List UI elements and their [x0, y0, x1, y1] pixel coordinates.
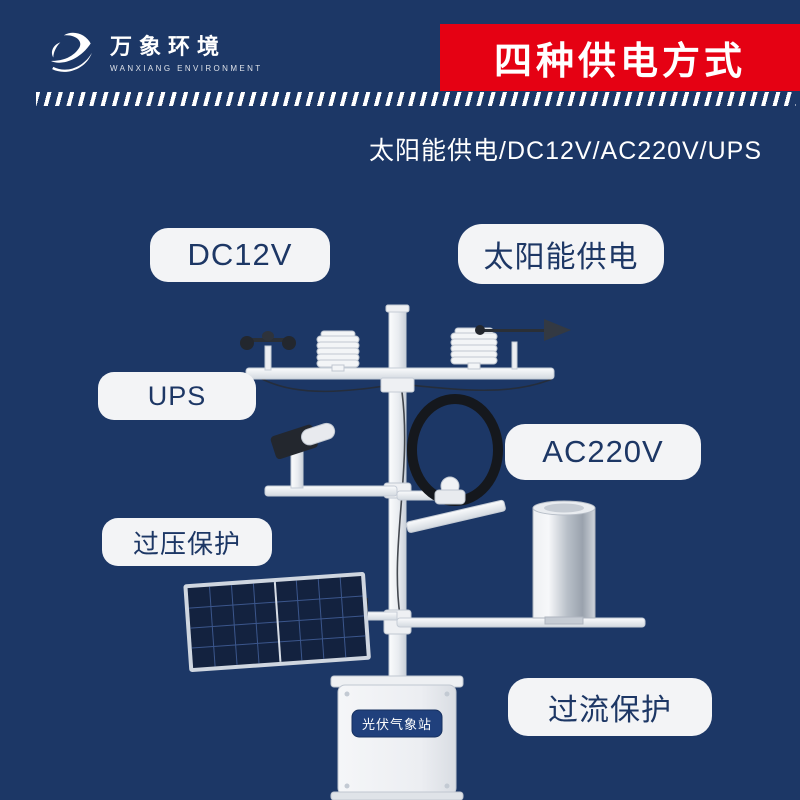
rain-gauge — [532, 500, 596, 625]
brand-name-en: WANXIANG ENVIRONMENT — [110, 63, 263, 73]
wind-vane — [475, 319, 571, 370]
pole-cap — [385, 304, 410, 313]
badge-ac220v: AC220V — [505, 424, 701, 480]
lower-arm-right — [396, 617, 646, 628]
badge-solar-power: 太阳能供电 — [458, 224, 664, 284]
control-box-label: 光伏气象站 — [362, 717, 432, 732]
brand-text: 万象环境 WANXIANG ENVIRONMENT — [110, 34, 263, 73]
hatch-divider — [36, 92, 796, 106]
cables — [261, 378, 553, 617]
page-title: 四种供电方式 — [493, 41, 746, 83]
solar-panel — [183, 571, 371, 673]
subtitle-text: 太阳能供电/DC12V/AC220V/UPS — [369, 137, 762, 165]
mid-arm — [264, 485, 398, 497]
wanxiang-logo-icon — [51, 32, 92, 72]
anemometer — [240, 331, 296, 371]
crossarm-junction — [380, 377, 415, 393]
badge-overvoltage-protection: 过压保护 — [102, 518, 272, 566]
title-banner: 四种供电方式 — [440, 24, 800, 91]
top-crossarm — [245, 367, 555, 380]
radiation-shield-right — [450, 327, 498, 370]
auxiliary-sensor — [270, 422, 336, 489]
pyranometer — [396, 394, 506, 533]
badge-overcurrent-protection: 过流保护 — [508, 678, 712, 736]
badge-dc12v: DC12V — [150, 228, 330, 282]
control-box: 光伏气象站 — [330, 675, 464, 800]
brand-logo: 万象环境 WANXIANG ENVIRONMENT — [44, 26, 263, 82]
badge-ups: UPS — [98, 372, 256, 420]
control-box-label-plate — [351, 709, 443, 738]
brand-name: 万象环境 — [110, 34, 227, 60]
radiation-shield-left — [316, 330, 360, 372]
